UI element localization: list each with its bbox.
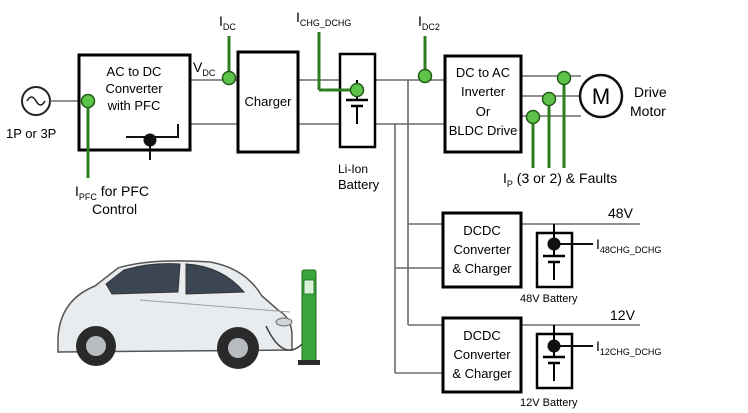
charging-station-icon xyxy=(298,269,320,365)
source-label: 1P or 3P xyxy=(6,126,56,141)
dcdc-48v-block xyxy=(441,211,523,289)
battery-label-1: Li-Ion xyxy=(338,162,368,176)
motor-label-2: Motor xyxy=(630,103,666,119)
pfc-line-3: with PFC xyxy=(107,98,161,113)
motor-icon xyxy=(578,73,624,119)
ac-source-icon xyxy=(21,86,51,116)
ip-faults-label: IP (3 or 2) & Faults xyxy=(503,170,617,189)
bus-wiring xyxy=(50,75,640,374)
inverter-line-4: BLDC Drive xyxy=(449,123,518,138)
ipfc-sensor-dot xyxy=(80,93,96,109)
battery-12v-label: 12V Battery xyxy=(520,397,578,409)
dcdc48-line-1: DCDC xyxy=(463,223,501,238)
vdc-label: VDC xyxy=(193,59,216,78)
inverter-line-3: Or xyxy=(476,104,491,119)
ichg-label: ICHG_DCHG xyxy=(296,9,351,28)
dcdc12-voltage: 12V xyxy=(610,307,636,323)
charger-label: Charger xyxy=(245,94,293,109)
pfc-line-2: Converter xyxy=(105,81,163,96)
phase-a-sensor-dot xyxy=(556,70,572,86)
phase-c-sensor-dot xyxy=(525,109,541,125)
battery-12v xyxy=(535,325,574,390)
battery-48v-label: 48V Battery xyxy=(520,293,578,305)
li-ion-battery xyxy=(338,52,377,149)
dcdc48-voltage: 48V xyxy=(608,205,634,221)
i12-label: I12CHG_DCHG xyxy=(596,338,661,357)
idc-sensor-dot xyxy=(221,70,237,86)
dcdc12-line-3: & Charger xyxy=(452,366,512,381)
inverter-line-2: Inverter xyxy=(461,84,506,99)
dcdc-12v-block xyxy=(441,316,523,394)
charger-block xyxy=(236,50,300,154)
battery-48v xyxy=(535,224,574,289)
motor-label-1: Drive xyxy=(634,84,667,100)
battery-label-2: Battery xyxy=(338,177,380,192)
dcdc48-line-3: & Charger xyxy=(452,261,512,276)
ipfc-label: IPFC for PFC xyxy=(75,183,149,202)
dcdc12-line-1: DCDC xyxy=(463,328,501,343)
idc2-label: IDC2 xyxy=(418,13,440,32)
electric-car-icon xyxy=(57,260,293,369)
ichg-sensor-dot xyxy=(349,82,365,98)
dcdc12-line-2: Converter xyxy=(453,347,511,362)
dcdc48-line-2: Converter xyxy=(453,242,511,257)
i48-label: I48CHG_DCHG xyxy=(596,236,661,255)
idc-label: IDC xyxy=(219,13,236,32)
pfc-control-label: Control xyxy=(92,201,137,217)
idc2-sensor-dot xyxy=(417,68,433,84)
pfc-line-1: AC to DC xyxy=(107,64,162,79)
pfc-control-wire xyxy=(126,124,179,138)
pfc-converter-block xyxy=(77,53,192,152)
motor-symbol: M xyxy=(592,84,610,109)
inverter-line-1: DC to AC xyxy=(456,65,510,80)
inverter-block xyxy=(443,54,523,154)
phase-b-sensor-dot xyxy=(541,91,557,107)
